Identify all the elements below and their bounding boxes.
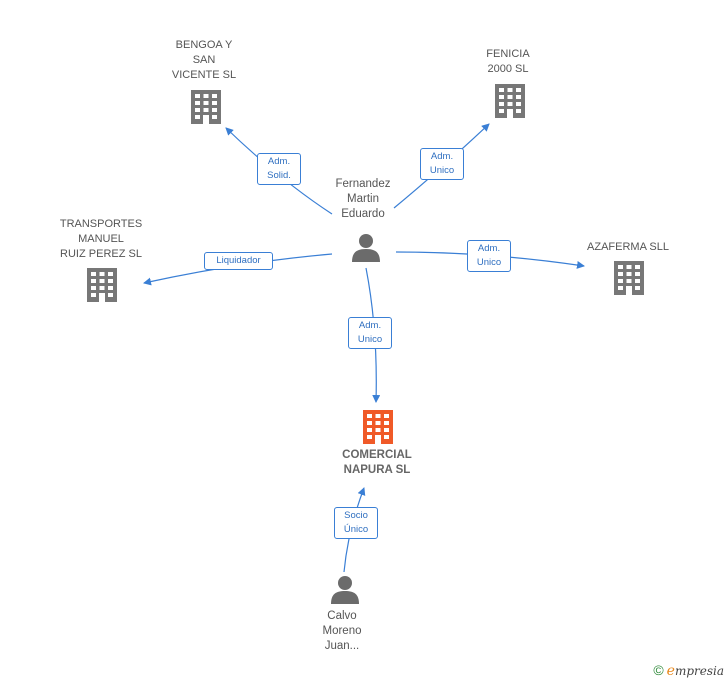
edge-label-adm-unico-comercial: Adm. Unico	[348, 317, 392, 349]
node-bengoa-label[interactable]: BENGOA Y SAN VICENTE SL	[171, 39, 237, 81]
empresia-logo[interactable]: ©empresia	[653, 662, 724, 679]
node-transportes-label[interactable]: TRANSPORTES MANUEL RUIZ PEREZ SL	[59, 218, 143, 260]
edge-label-socio-unico: Socio Único	[334, 507, 378, 539]
edge-label-liquidador: Liquidador	[204, 252, 273, 270]
building-icon[interactable]	[191, 90, 221, 124]
building-icon[interactable]	[87, 268, 117, 302]
brand-e: e	[666, 663, 675, 679]
copyright-icon: ©	[653, 662, 664, 678]
edge-label-adm-solid: Adm. Solid.	[257, 153, 301, 185]
edge-label-adm-unico-fenicia: Adm. Unico	[420, 148, 464, 180]
node-fenicia-label[interactable]: FENICIA 2000 SL	[486, 48, 530, 75]
brand-rest: mpresia	[674, 664, 724, 678]
person-icon[interactable]	[331, 576, 359, 604]
edge-label-adm-unico-azaferma: Adm. Unico	[467, 240, 511, 272]
building-icon[interactable]	[363, 410, 393, 444]
person-icon[interactable]	[352, 234, 380, 262]
node-azaferma-label[interactable]: AZAFERMA SLL	[587, 241, 669, 253]
node-fernandez-label[interactable]: Fernandez Martin Eduardo	[335, 178, 391, 220]
building-icon[interactable]	[614, 261, 644, 295]
building-icon[interactable]	[495, 84, 525, 118]
node-comercial-label[interactable]: COMERCIAL NAPURA SL	[342, 449, 412, 476]
node-calvo-label[interactable]: Calvo Moreno Juan...	[322, 610, 362, 652]
